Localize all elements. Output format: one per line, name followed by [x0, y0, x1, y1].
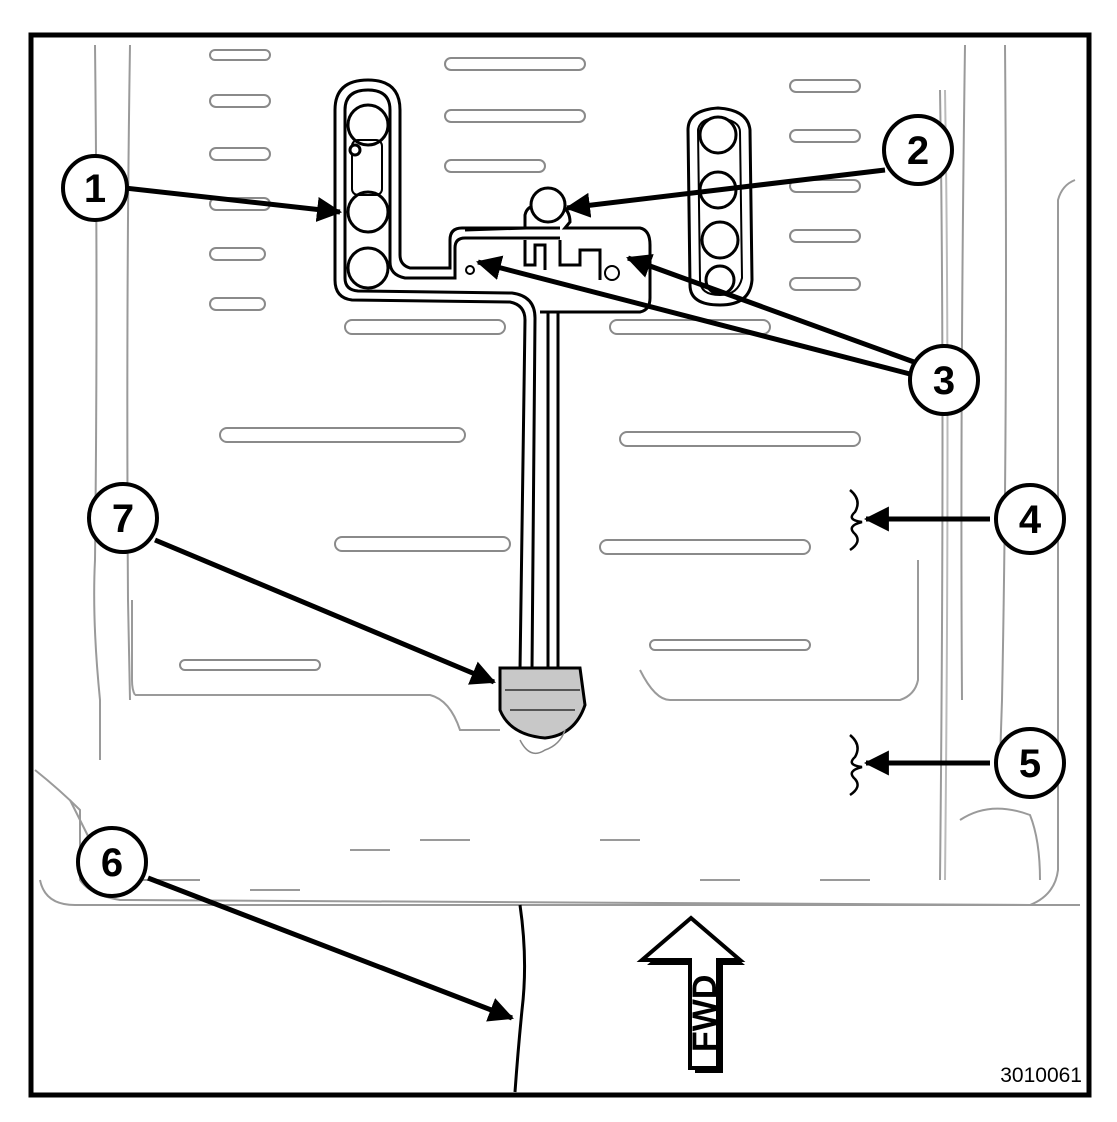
callout-6: 6: [76, 826, 148, 898]
harness-connector: [498, 666, 587, 755]
callout-3: 3: [908, 344, 980, 416]
leader-7: [154, 537, 496, 685]
locator-hole-left: [465, 265, 475, 275]
callout-4: 4: [994, 483, 1066, 555]
left-sensor-pads: [346, 103, 390, 290]
callout-6-label: 6: [101, 841, 123, 885]
left-sensor-track: [333, 78, 560, 671]
leader-3a: [475, 255, 911, 377]
callout-2-label: 2: [907, 129, 929, 173]
callout-3-label: 3: [933, 359, 955, 403]
callout-1: 1: [61, 154, 129, 222]
harness-lead: [513, 904, 527, 1093]
cushion-layer-5-brace: [849, 734, 863, 797]
callout-5: 5: [994, 727, 1066, 799]
locator-hole-right: [604, 265, 620, 281]
callout-5-label: 5: [1019, 742, 1041, 786]
leader-2: [564, 167, 886, 218]
callout-7-label: 7: [112, 497, 134, 541]
forward-arrow-label: FWD: [686, 975, 724, 1052]
leader-1: [124, 185, 343, 222]
figure-number: 3010061: [1000, 1064, 1082, 1087]
leader-lines: [124, 167, 990, 1022]
callout-1-label: 1: [84, 167, 106, 211]
leader-6: [147, 875, 514, 1022]
cushion-slots: [179, 49, 861, 671]
forward-arrow: FWD: [636, 915, 746, 1073]
callout-4-label: 4: [1019, 498, 1042, 542]
cushion-layer-4-brace: [849, 489, 863, 552]
callout-2: 2: [882, 114, 954, 186]
center-sensor-pad: [529, 186, 567, 224]
leader-3b: [626, 254, 915, 365]
callout-7: 7: [87, 482, 159, 554]
